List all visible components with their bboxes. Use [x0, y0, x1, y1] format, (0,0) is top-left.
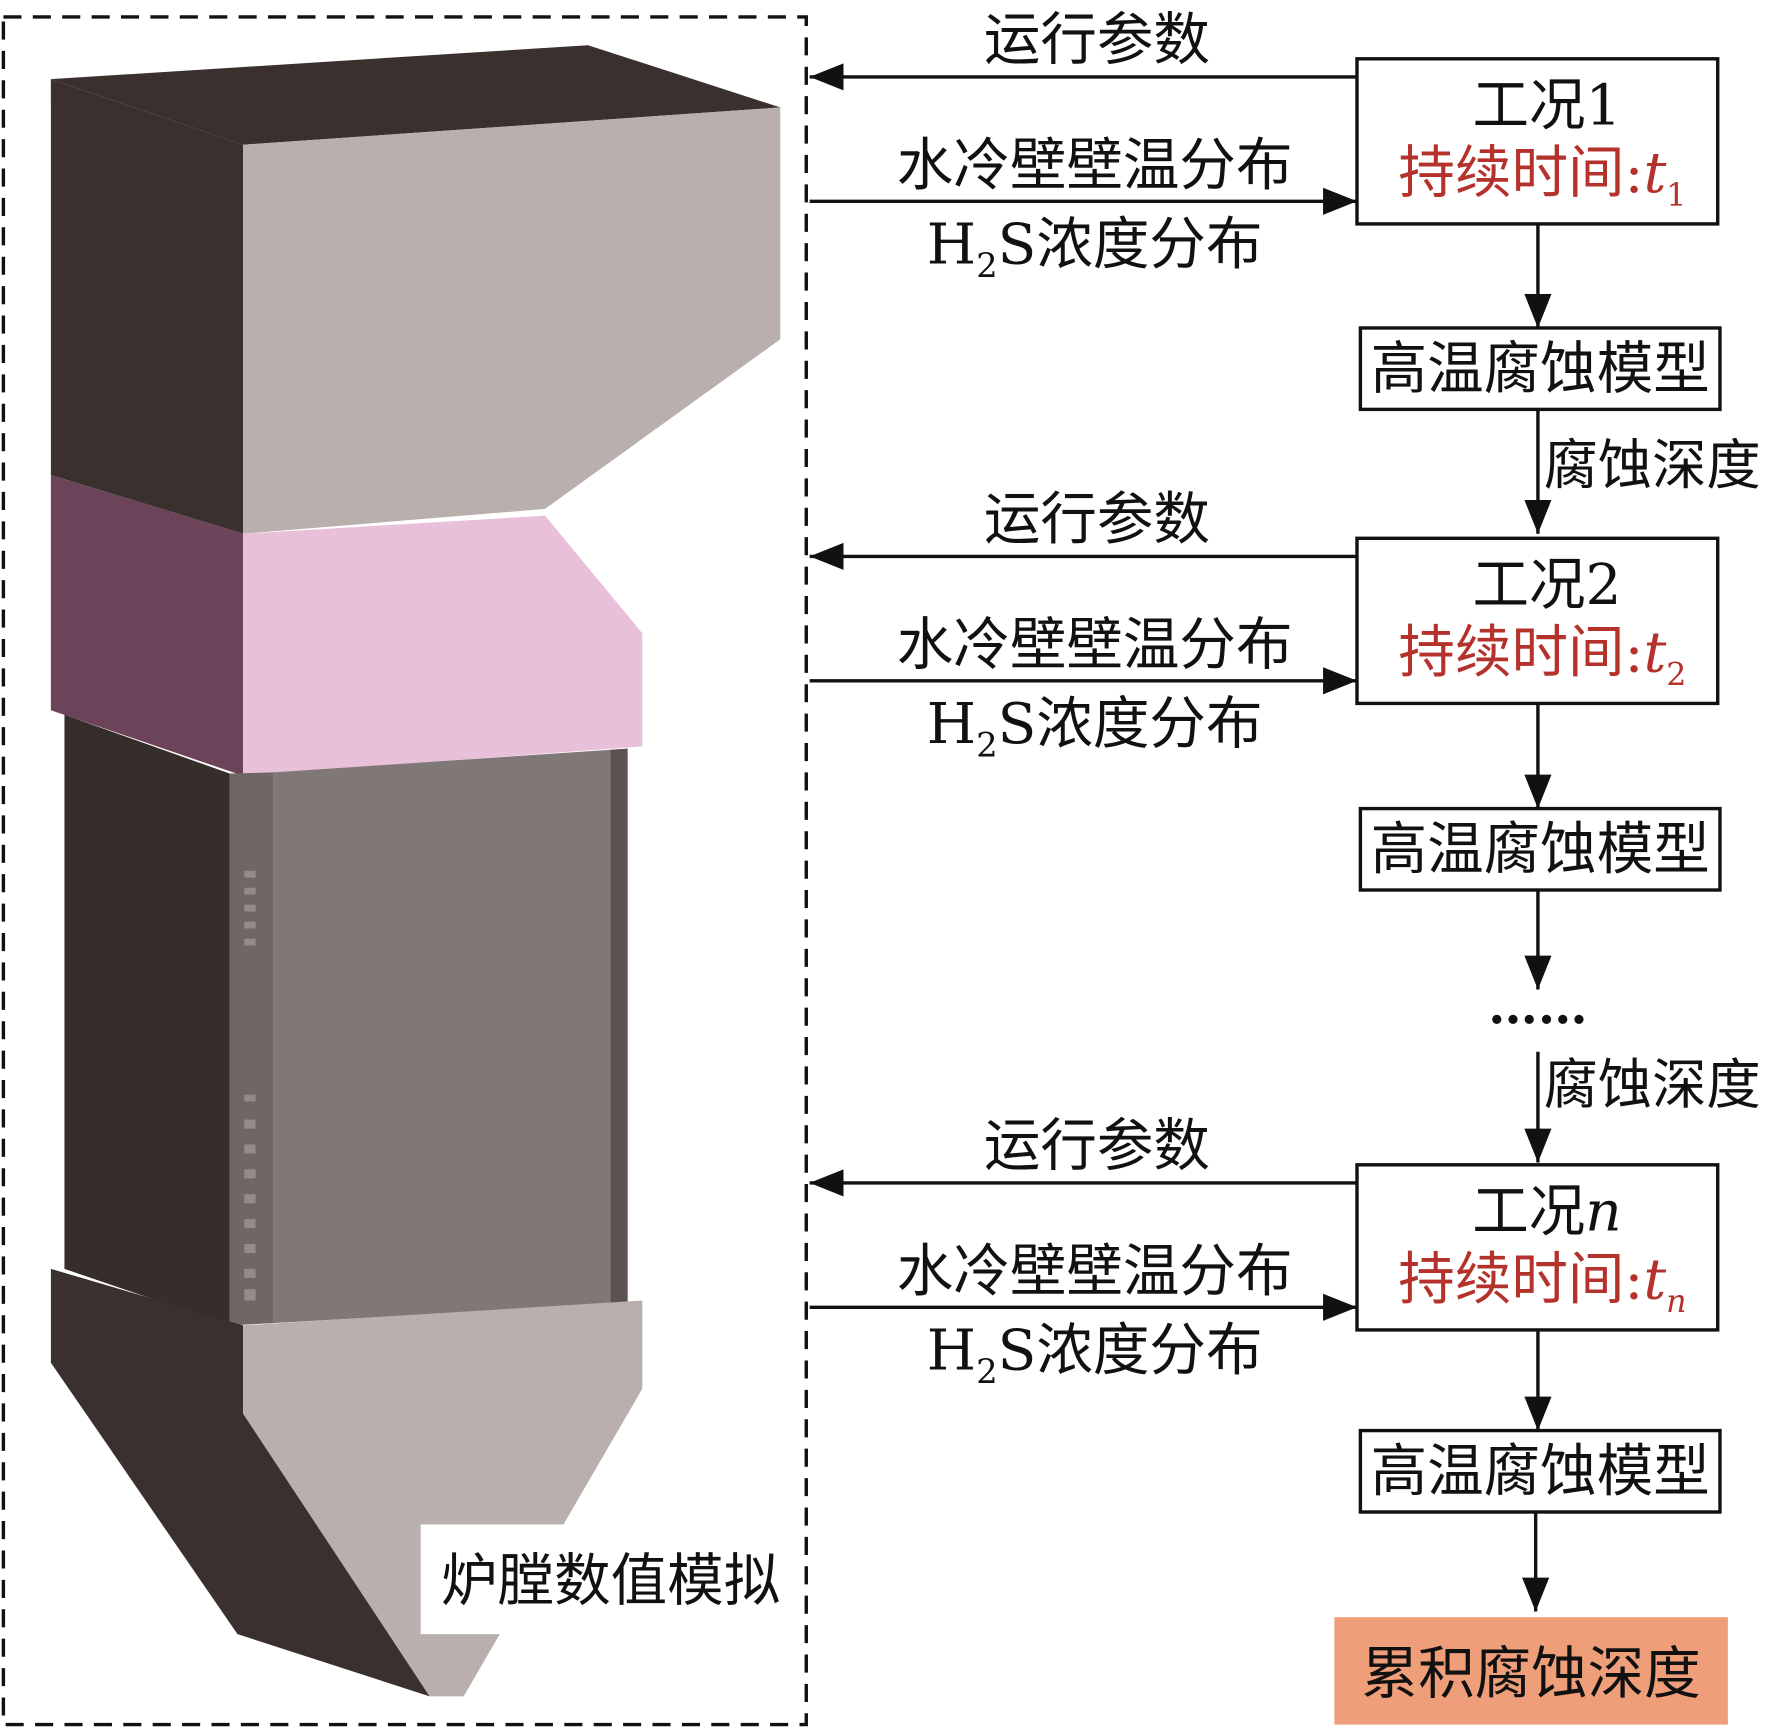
wall-temperature-label: 水冷壁壁温分布	[897, 613, 1293, 678]
flow-chart: 运行参数水冷壁壁温分布H2S浓度分布工况1持续时间:t1高温腐蚀模型运行参数水冷…	[809, 8, 1761, 1725]
condition-label: 工况1	[1472, 73, 1621, 138]
h2s-subscript: 2	[976, 246, 998, 285]
furnace-middle-right-strip	[610, 748, 628, 1304]
ellipsis: ……	[1488, 976, 1587, 1035]
corrosion-model-label: 高温腐蚀模型	[1371, 818, 1710, 883]
h2s-h: H	[927, 692, 976, 757]
furnace-middle-corner-strip	[229, 772, 274, 1326]
h2s-h: H	[927, 1319, 976, 1384]
duration-text: 持续时间:	[1398, 1247, 1643, 1312]
furnace-middle-front-face	[273, 748, 628, 1324]
h2s-subscript: 2	[976, 1352, 998, 1391]
furnace-upper-left-face	[50, 79, 244, 534]
burner-zone-front-face	[243, 515, 643, 776]
h2s-subscript: 2	[976, 726, 998, 765]
condition-label: 工况2	[1472, 553, 1621, 618]
duration-var: t	[1643, 1247, 1666, 1312]
operating-params-label: 运行参数	[984, 487, 1210, 552]
corrosion-model-label: 高温腐蚀模型	[1371, 1440, 1710, 1505]
burner-zone-left-face	[50, 474, 244, 776]
cumulative-depth-box	[1334, 1617, 1728, 1725]
operating-params-label: 运行参数	[984, 8, 1210, 73]
duration-var: t	[1644, 141, 1667, 206]
h2s-concentration-label: H2S浓度分布	[927, 692, 1263, 765]
corrosion-depth-label-n: 腐蚀深度	[1544, 1054, 1761, 1117]
hopper-front-face	[243, 1300, 643, 1697]
condition-label: 工况n	[1472, 1179, 1621, 1244]
duration-label: 持续时间:t2	[1398, 621, 1686, 694]
duration-label: 持续时间:tn	[1398, 1247, 1686, 1320]
h2s-rest: S浓度分布	[998, 1319, 1263, 1384]
h2s-rest: S浓度分布	[998, 692, 1263, 757]
corrosion-model-box	[1358, 806, 1722, 892]
furnace-dashed-frame	[1, 15, 808, 1727]
duration-label: 持续时间:t1	[1398, 141, 1686, 214]
duration-text: 持续时间:	[1398, 621, 1643, 686]
furnace-label-background	[420, 1524, 801, 1635]
cumulative-depth-label: 累积腐蚀深度	[1362, 1642, 1701, 1707]
h2s-rest: S浓度分布	[998, 212, 1263, 277]
duration-text: 持续时间:	[1398, 141, 1643, 206]
furnace-label: 炉膛数值模拟	[441, 1549, 780, 1614]
condition-box	[1355, 57, 1720, 226]
wall-temperature-label: 水冷壁壁温分布	[897, 1239, 1293, 1304]
duration-subscript: 2	[1666, 657, 1686, 693]
duration-subscript: 1	[1666, 178, 1686, 214]
furnace-top-surface	[50, 45, 781, 145]
furnace-upper-front-face	[243, 107, 781, 534]
furnace-model: 炉膛数值模拟	[1, 15, 808, 1727]
condition-name: 工况	[1472, 1179, 1585, 1244]
corrosion-depth-label-1: 腐蚀深度	[1544, 434, 1761, 497]
condition-var: n	[1585, 1179, 1621, 1244]
duration-var: t	[1644, 621, 1667, 686]
corrosion-model-box	[1358, 1428, 1722, 1514]
condition-box	[1355, 1163, 1720, 1332]
wall-temperature-label: 水冷壁壁温分布	[897, 133, 1293, 198]
operating-params-label: 运行参数	[984, 1114, 1210, 1179]
hopper-left-face	[50, 1268, 430, 1697]
condition-box	[1355, 536, 1720, 706]
h2s-h: H	[927, 212, 976, 277]
furnace-middle-left-face	[64, 714, 230, 1326]
wall-tube-marks	[244, 870, 256, 1301]
condition-name: 工况1	[1472, 73, 1621, 138]
condition-name: 工况2	[1472, 553, 1621, 618]
duration-subscript: n	[1666, 1284, 1686, 1320]
h2s-concentration-label: H2S浓度分布	[927, 1319, 1263, 1392]
corrosion-model-label: 高温腐蚀模型	[1371, 337, 1710, 402]
corrosion-model-box	[1358, 326, 1722, 412]
h2s-concentration-label: H2S浓度分布	[927, 212, 1263, 285]
